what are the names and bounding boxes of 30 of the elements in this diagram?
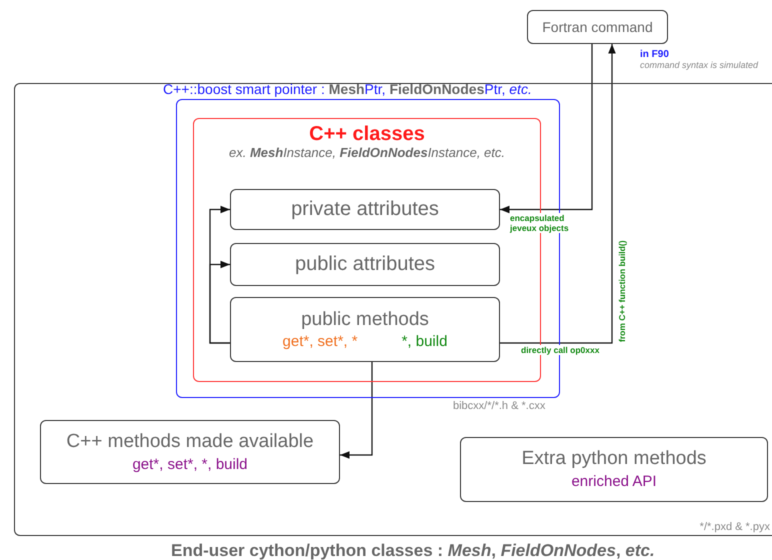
node-label: public attributes <box>294 253 436 276</box>
process-box <box>460 437 768 502</box>
process-box <box>230 297 500 362</box>
process-box <box>40 420 340 484</box>
node-sublabel: enriched API <box>571 473 657 491</box>
connector-arrow <box>500 44 616 344</box>
method-list: *, build <box>402 332 448 350</box>
group-title: C++ classes <box>309 123 425 146</box>
process-box <box>230 243 500 286</box>
node-note: command syntax is simulated <box>640 60 758 70</box>
node-note: in F90 <box>640 49 669 60</box>
path-note: */*.pxd & *.pyx <box>700 521 770 534</box>
node-label: public methods <box>301 308 429 331</box>
node-label: Fortran command <box>542 18 653 36</box>
connector-note: from C++ function build() <box>617 240 628 342</box>
node-label: private attributes <box>291 198 439 221</box>
connector-arrow <box>209 260 230 344</box>
group-heading: C++::boost smart pointer : MeshPtr, FieldOnNodesPtr, etc. <box>163 81 532 98</box>
node-label: C++ methods made available <box>66 430 314 453</box>
method-list: get*, set*, * <box>282 332 358 350</box>
node-sublabel: get*, set*, *, build <box>132 456 248 474</box>
edge-label: directly call op0xxx <box>521 345 600 356</box>
process-box <box>230 189 500 230</box>
connector-arrow <box>500 44 593 214</box>
connector-arrow <box>340 362 373 459</box>
process-box <box>527 10 668 44</box>
group-caption: End-user cython/python classes : Mesh, FieldOnNodes, etc. <box>171 541 655 560</box>
path-note: bibcxx/*/*.h & *.cxx <box>453 400 546 413</box>
node-label: Extra python methods <box>522 448 706 470</box>
group-subtitle: ex. MeshInstance, FieldOnNodesInstance, etc. <box>228 146 506 161</box>
